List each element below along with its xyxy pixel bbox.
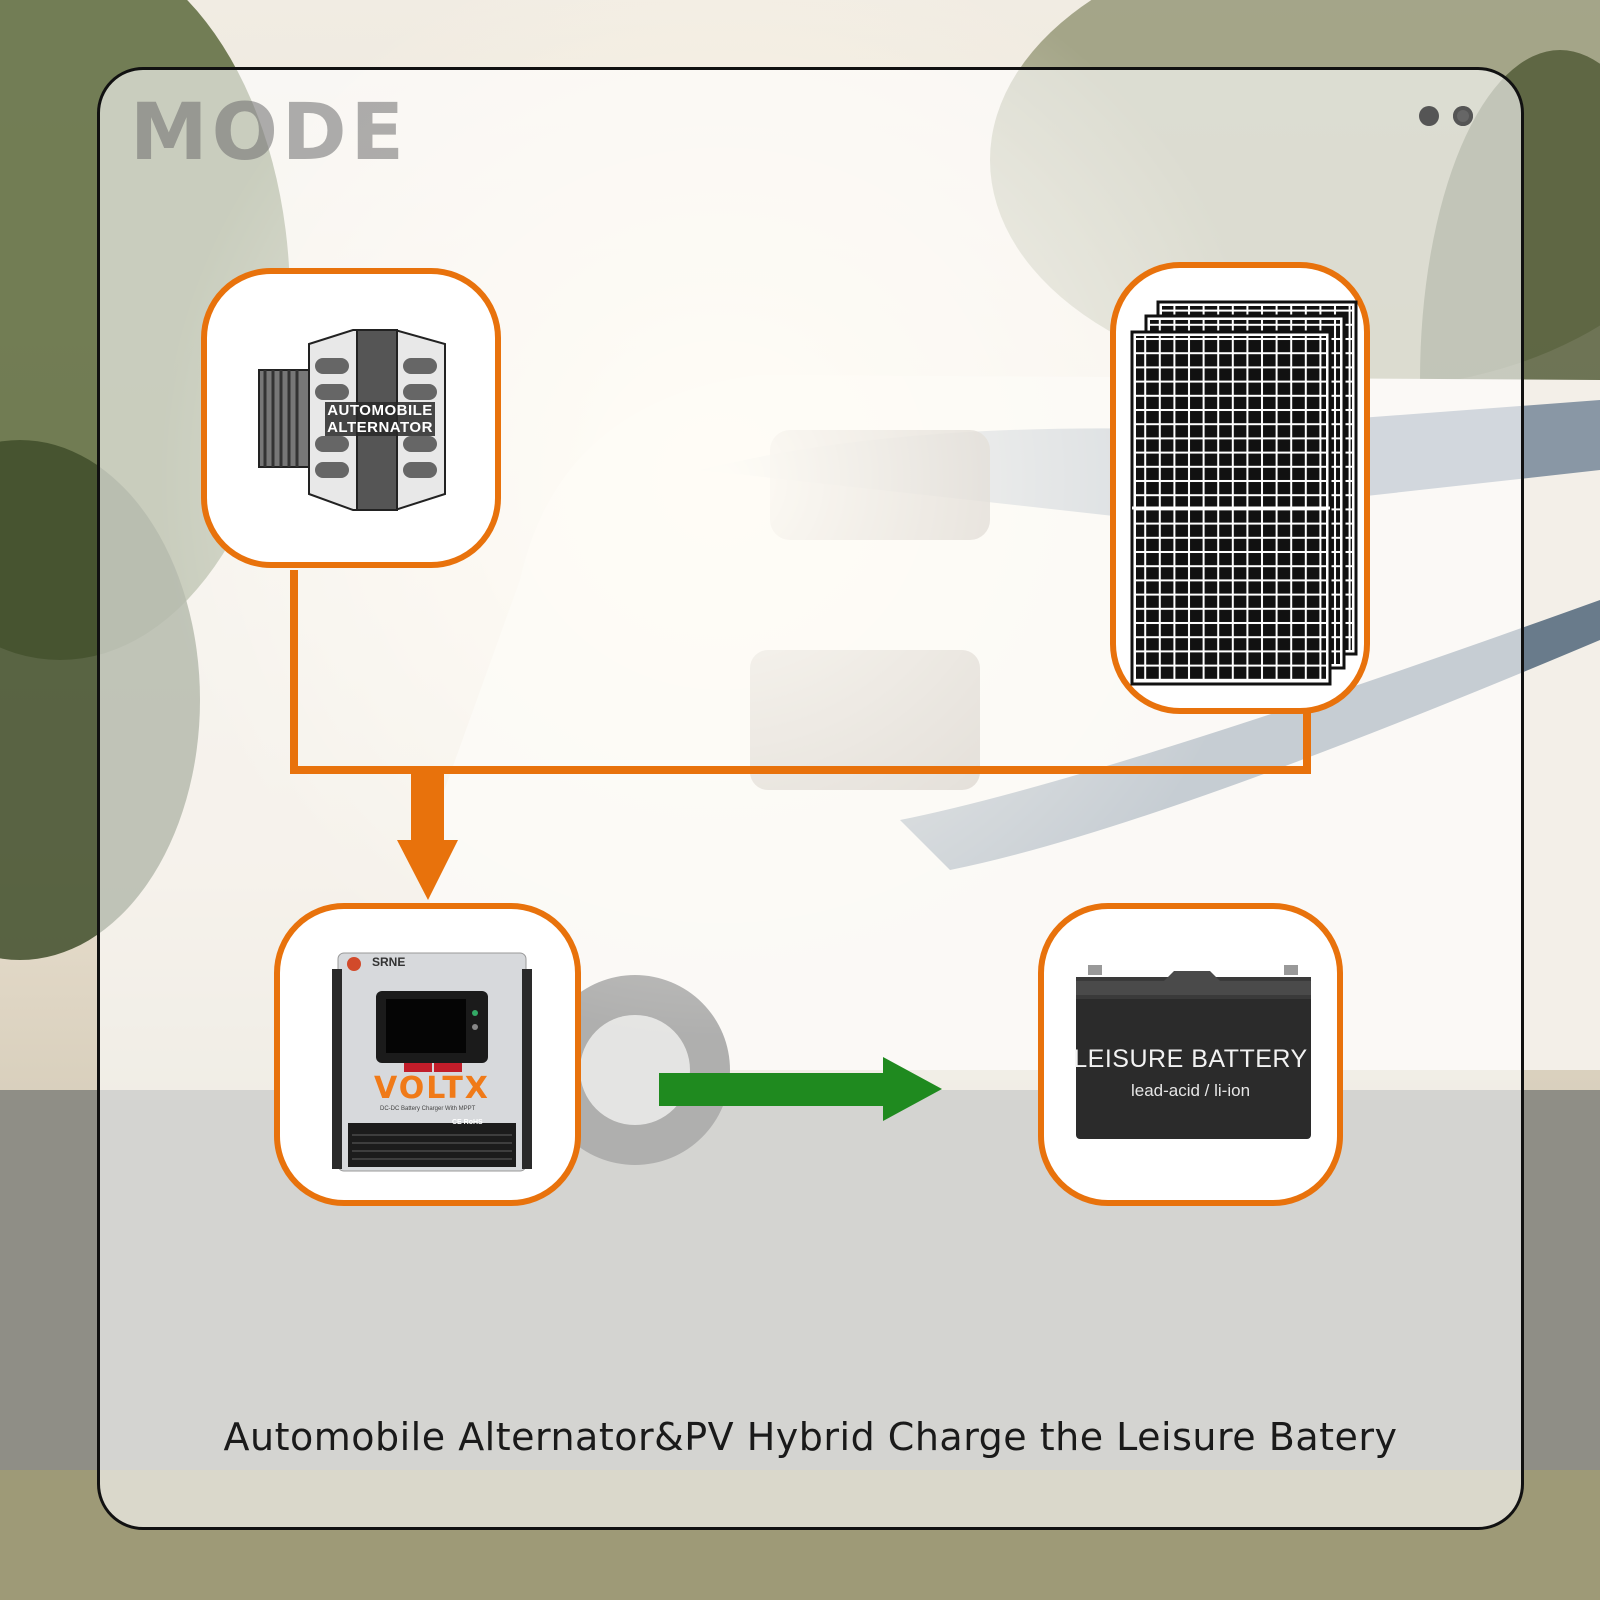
dot-icon[interactable] (1453, 106, 1473, 126)
leisure-battery-node[interactable]: LEISURE BATTERY lead-acid / li-ion (1038, 903, 1343, 1206)
battery-title: LEISURE BATTERY (1073, 1045, 1308, 1073)
alternator-node[interactable]: AUTOMOBILE ALTERNATOR (201, 268, 501, 568)
dot-icon[interactable] (1419, 106, 1439, 126)
charger-product-name: VOLTX (374, 1071, 490, 1106)
diagram-caption: Automobile Alternator&PV Hybrid Charge t… (223, 1415, 1398, 1459)
alternator-label-line2: ALTERNATOR (327, 419, 433, 436)
battery-icon (1076, 965, 1311, 1139)
battery-subtitle: lead-acid / li-ion (1130, 1081, 1251, 1100)
alternator-label: AUTOMOBILE ALTERNATOR (325, 402, 435, 436)
alternator-label-line1: AUTOMOBILE (327, 402, 433, 419)
charger-cert: CE RoHS (452, 1119, 483, 1126)
charger-subtitle: DC-DC Battery Charger With MPPT (380, 1106, 476, 1112)
charger-brand: SRNE (372, 955, 406, 969)
page-indicator[interactable] (1419, 106, 1473, 126)
charger-node[interactable]: SRNE VOLTX DC-DC Battery Charger With MP… (274, 903, 581, 1206)
solar-panel-icon (1130, 300, 1358, 686)
dc-dc-charger-icon (332, 952, 532, 1172)
solar-panel-node[interactable] (1110, 262, 1370, 714)
mode-title: MODE (130, 88, 408, 178)
